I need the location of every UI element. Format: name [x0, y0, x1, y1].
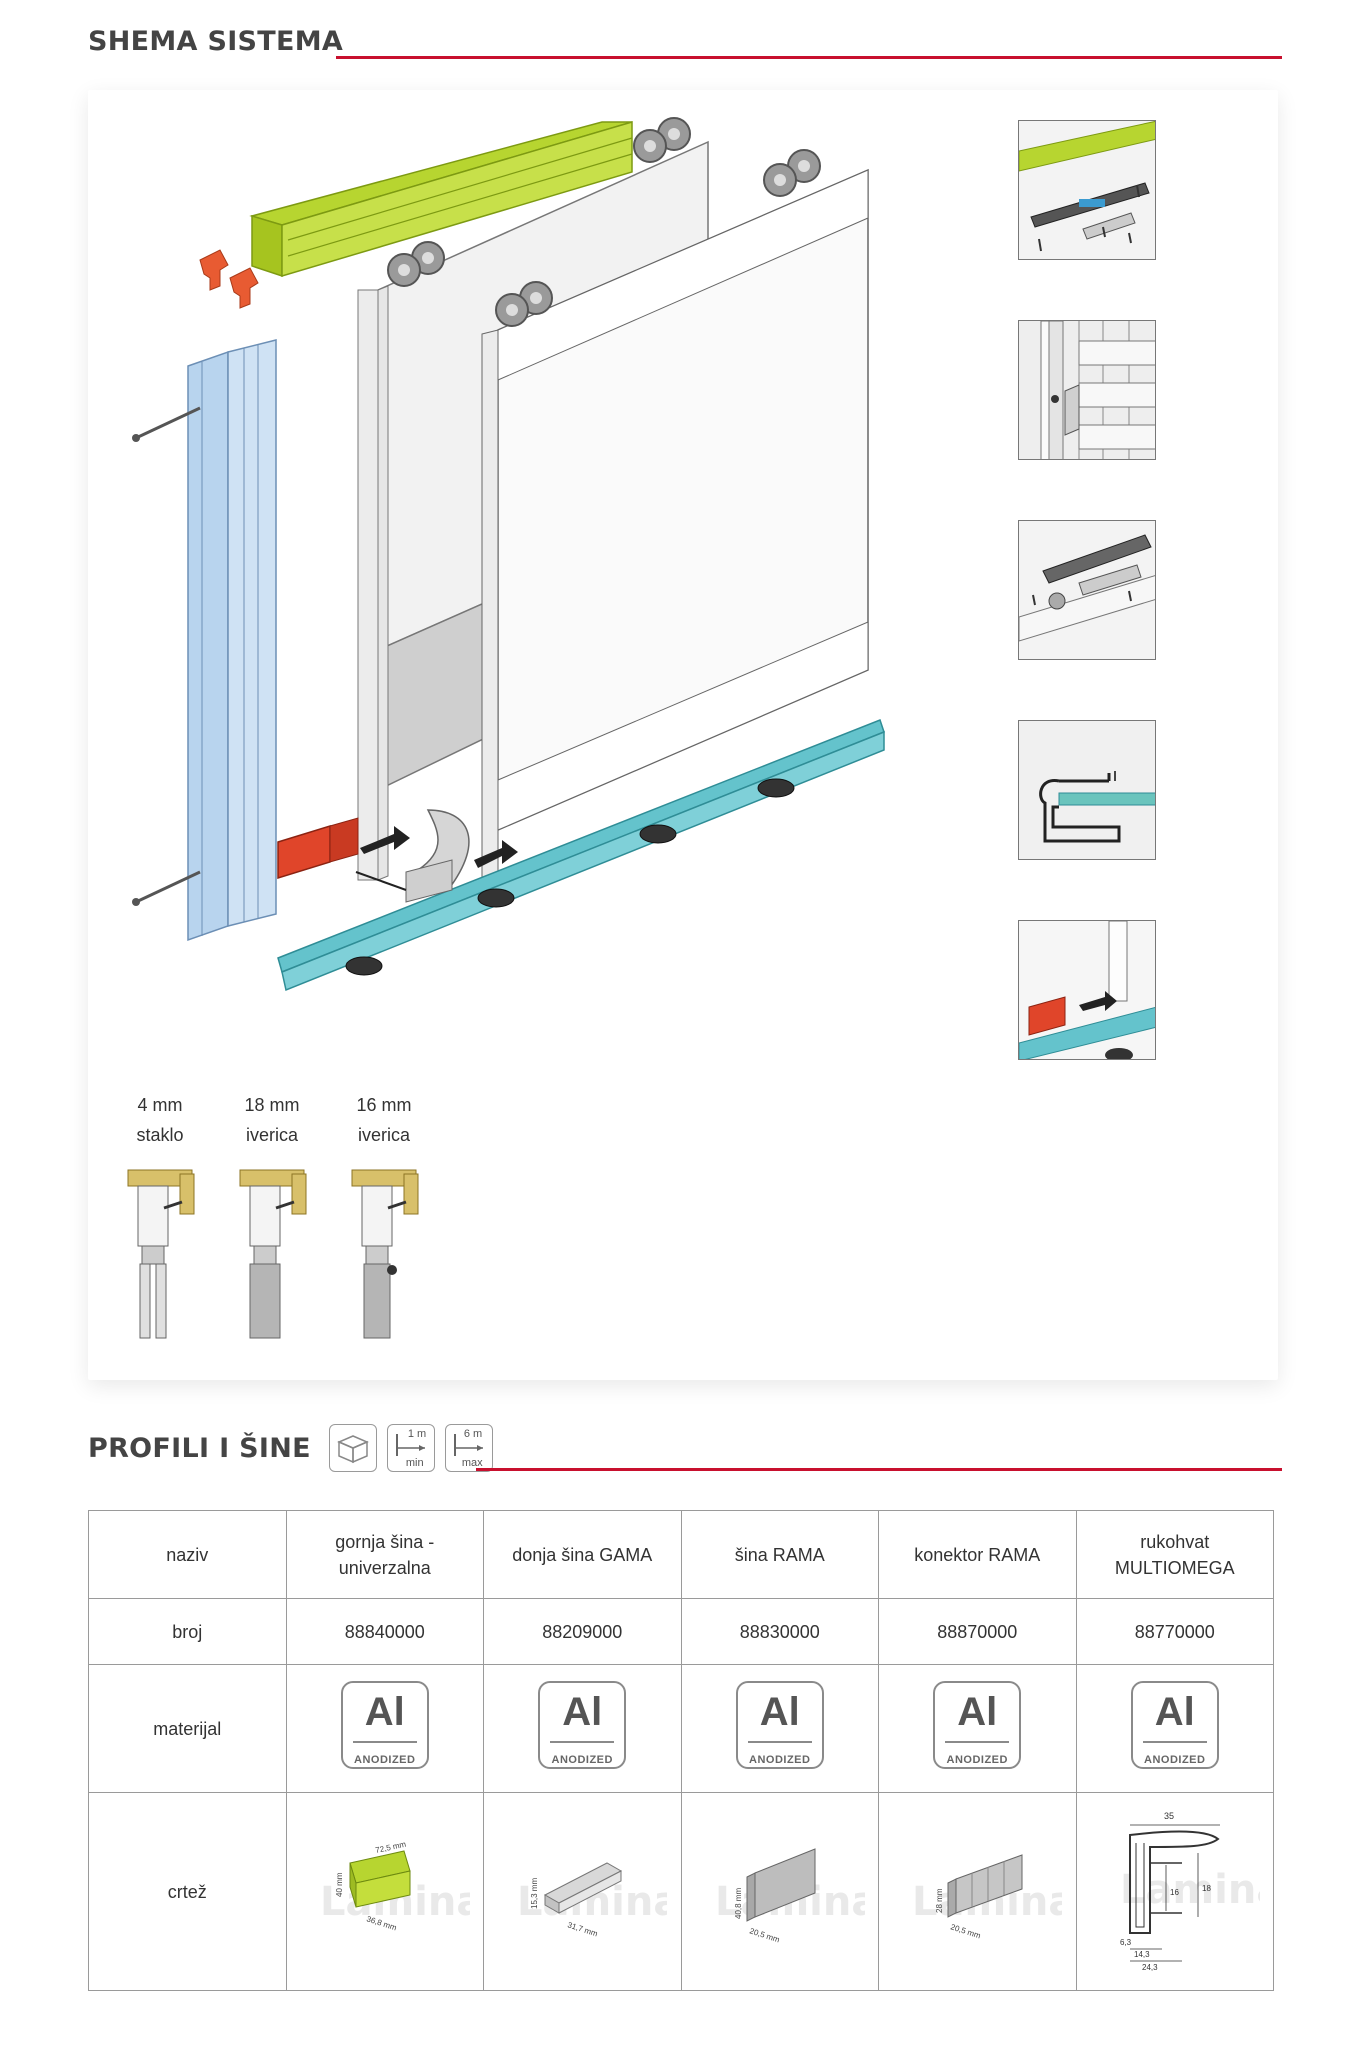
- profile-size: 18 mm: [244, 1095, 300, 1115]
- table-cell: Lamina 40,8 mm 20,5 mm: [680, 1792, 879, 1991]
- svg-text:40 mm: 40 mm: [335, 1872, 344, 1897]
- rama-rail-drawing: Lamina 40,8 mm 20,5 mm: [715, 1848, 878, 1945]
- multiomega-handle-drawing: Lamina 35 16 18 6,3 14,3 24,3: [1120, 1811, 1283, 1972]
- svg-text:6,3: 6,3: [1120, 1938, 1132, 1947]
- svg-text:Lamina: Lamina: [1120, 1867, 1260, 1913]
- table-cell: 88870000: [878, 1598, 1077, 1665]
- schema-card: 4 mm staklo 18 mm iverica 16 mm iverica: [88, 90, 1278, 1380]
- sliding-door-exploded-drawing: [132, 117, 885, 992]
- table-cell: konektor RAMA: [878, 1510, 1077, 1599]
- svg-text:40,8 mm: 40,8 mm: [734, 1888, 743, 1919]
- detail-rail-cross-section: [1018, 720, 1156, 860]
- table-cell: Lamina 28 mm 20,5 mm: [878, 1792, 1077, 1991]
- bottom-rail-gama-drawing: Lamina 15,3 mm 31,7 mm: [517, 1862, 681, 1939]
- svg-text:24,3: 24,3: [1142, 1963, 1158, 1972]
- profiles-table: naziv gornja šina - univerzalna donja ši…: [88, 1510, 1283, 1991]
- profiles-title-rule: [476, 1468, 1282, 1471]
- detail-roller-carriage: [1018, 520, 1156, 660]
- table-cell: 88770000: [1075, 1598, 1274, 1665]
- row-label: crtež: [88, 1792, 287, 1991]
- profile-option-chipboard-16: 16 mm iverica: [334, 1090, 434, 1340]
- svg-text:20,5 mm: 20,5 mm: [748, 1926, 781, 1944]
- detail-top-rail-soft-close: [1018, 120, 1156, 260]
- profiles-section-title: PROFILI I ŠINE: [88, 1432, 311, 1464]
- table-cell: Lamina 72,5 mm 40 mm 36,8 mm: [285, 1792, 484, 1991]
- row-label: naziv: [88, 1510, 287, 1599]
- row-label: materijal: [88, 1664, 287, 1793]
- profile-option-chipboard-18: 18 mm iverica: [222, 1090, 322, 1340]
- top-rail-drawing: Lamina 72,5 mm 40 mm 36,8 mm: [320, 1840, 483, 1933]
- schema-title-rule: [336, 56, 1282, 59]
- svg-text:16: 16: [1170, 1888, 1179, 1897]
- table-cell: 88840000: [285, 1598, 484, 1665]
- length-max-icon: 6 m max: [444, 1424, 493, 1472]
- profile-material: iverica: [357, 1125, 410, 1145]
- table-cell: Lamina 35 16 18 6,3 14,3 24,3: [1075, 1792, 1283, 1991]
- table-cell: šina RAMA: [680, 1510, 879, 1599]
- profile-size: 4 mm: [137, 1095, 183, 1115]
- svg-text:28 mm: 28 mm: [935, 1888, 944, 1913]
- table-cell: rukohvat MULTIOMEGA: [1075, 1510, 1274, 1599]
- svg-text:14,3: 14,3: [1134, 1950, 1150, 1959]
- profile-chipboard-16-drawing: [351, 1169, 419, 1339]
- profile-option-glass: 4 mm staklo: [110, 1090, 210, 1340]
- table-row-drawing: crtež Lamina 72,5 mm 40 mm 36,8 mm Lamin…: [88, 1792, 1283, 1991]
- table-row-name: naziv gornja šina - univerzalna donja ši…: [88, 1510, 1274, 1599]
- detail-stopper-bottom-rail: [1018, 920, 1156, 1060]
- svg-text:18: 18: [1202, 1884, 1211, 1893]
- profile-material: iverica: [245, 1125, 298, 1145]
- profile-size: 16 mm: [356, 1095, 412, 1115]
- table-cell: 88830000: [680, 1598, 879, 1665]
- table-row-number: broj 88840000 88209000 88830000 88870000…: [88, 1598, 1274, 1665]
- svg-text:20,5 mm: 20,5 mm: [950, 1922, 983, 1940]
- table-cell: donja šina GAMA: [483, 1510, 682, 1599]
- svg-text:35: 35: [1164, 1811, 1174, 1821]
- svg-text:15,3 mm: 15,3 mm: [530, 1878, 539, 1909]
- detail-side-profile-catch: [1018, 320, 1156, 460]
- table-cell: Lamina 15,3 mm 31,7 mm: [483, 1792, 682, 1991]
- rama-connector-drawing: Lamina 28 mm 20,5 mm: [912, 1854, 1076, 1941]
- profile-material: staklo: [136, 1125, 184, 1145]
- schema-section-title: SHEMA SISTEMA: [88, 26, 344, 57]
- profiles-section-header: PROFILI I ŠINE 1 m min 6 m max: [88, 1424, 493, 1472]
- profile-chipboard-18-drawing: [239, 1169, 307, 1339]
- row-label: broj: [88, 1598, 287, 1665]
- profile-glass-drawing: [127, 1169, 195, 1339]
- package-icon: [328, 1424, 377, 1472]
- schema-section-header: SHEMA SISTEMA: [88, 26, 343, 57]
- table-cell: gornja šina - univerzalna: [285, 1510, 484, 1599]
- table-cell: 88209000: [483, 1598, 682, 1665]
- length-min-icon: 1 m min: [386, 1424, 435, 1472]
